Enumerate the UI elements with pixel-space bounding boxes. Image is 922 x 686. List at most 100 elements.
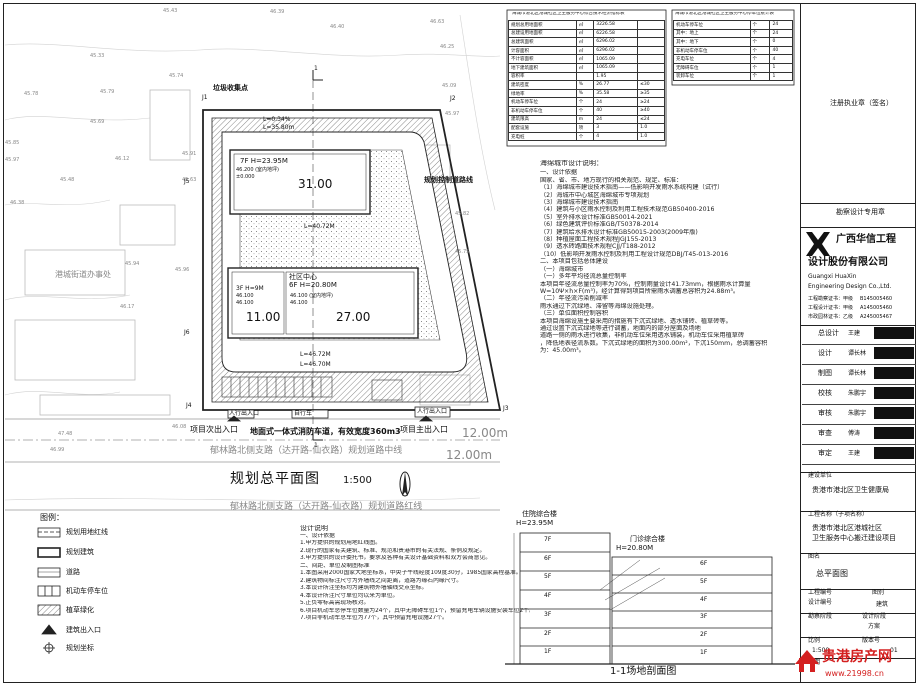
role-label: 审查: [818, 429, 832, 437]
discipline-label: 图别: [872, 589, 885, 596]
table-cell: 40: [769, 45, 793, 56]
table-cell: %: [575, 88, 595, 99]
elev-label: 45.09: [442, 83, 457, 89]
note-line: 通过设置下沉式绿地等进行调蓄，地面内的部分屋面及场地: [540, 324, 701, 332]
table-cell: 1: [769, 71, 793, 82]
note-line: （2）海城市中心城区海绵城市专项规划: [540, 191, 650, 199]
role-name: 朱鹏宇: [848, 390, 867, 397]
sponge-city-notes: 海绵城市设计说明： 一、设计依据国家、省、市、地方现行的相关规范、规定、标准：（…: [540, 160, 775, 355]
table-cell: 1065.09: [593, 62, 639, 73]
elev-label: 46.99: [50, 447, 65, 453]
table-cell: ㎡: [575, 45, 595, 56]
elev-label: 45.74: [169, 73, 184, 79]
entrance-tag: 人行出入口: [417, 408, 448, 415]
role-divider: [802, 444, 916, 445]
table-cell: 非机动车停车位: [508, 105, 577, 116]
note-line: 一、设计依据: [540, 169, 578, 177]
table-cell: 非机动车停车位: [673, 45, 751, 56]
floor-label: 4F: [700, 595, 708, 603]
building-elevation: 46.100 (室内地坪): [290, 293, 333, 299]
signature-mark: [874, 367, 914, 379]
section-bldg-label: 住院综合楼: [522, 510, 557, 518]
role-name: 王建: [848, 330, 861, 337]
role-label: 校核: [818, 389, 832, 397]
junction-label: J1: [202, 94, 208, 101]
road-redline-label: 郁林路北侧支路（达开路-仙衣路）规划道路红线: [230, 502, 423, 512]
legend-item: 植草绿化: [66, 606, 94, 614]
north-arrow: [399, 471, 411, 497]
project-name2: 卫生服务中心搬迁建设项目: [812, 534, 896, 542]
role-divider: [802, 424, 916, 425]
table-cell: ≥40: [637, 105, 665, 116]
elev-label: 45.48: [60, 177, 75, 183]
note-line: 二、间距、单位及制图标准: [300, 562, 370, 569]
table-cell: ㎡: [575, 20, 595, 30]
neighbor-label: 港城街道办事处: [55, 270, 111, 279]
role-divider: [802, 364, 916, 365]
elev-label: 47.48: [58, 431, 73, 437]
note-line: ，降低地表径流系数。下沉式绿地的面积为300.00m²，下沉150mm，总调蓄容…: [540, 339, 768, 347]
table-cell: [637, 62, 665, 73]
note-line: 国家、省、市、地方现行的相关规范、规定、标准：: [540, 176, 683, 184]
elev-label: 46.12: [115, 156, 130, 162]
table-row: 建筑密度%26.77≤30: [508, 80, 665, 90]
role-divider: [802, 344, 916, 345]
note-line: （4）建筑与小区雨水控制及利用工程技术规范GB50400-2016: [540, 206, 715, 214]
floor-label: 3F: [700, 613, 708, 621]
table-cell: 1065.09: [593, 54, 639, 64]
table-row: 绿地率%35.58≥35: [508, 88, 665, 99]
table-cell: 其中：地下: [673, 37, 751, 47]
table-cell: 4: [593, 131, 639, 142]
table-cell: [637, 20, 665, 30]
table-cell: 1: [769, 62, 793, 73]
table-cell: ≤24: [637, 114, 665, 125]
road-band: [5, 418, 500, 511]
table-cell: [637, 28, 665, 39]
note-line: 一、设计依据: [300, 532, 335, 539]
boundary-label: 规划控制道路线: [424, 176, 473, 184]
elev-label: 45.82: [455, 211, 470, 217]
elev-label: 46.08: [172, 424, 187, 430]
signature-mark: [874, 407, 914, 419]
note-line: （二）年径流污染削减率: [540, 295, 609, 303]
entrance-tag: 自行车: [294, 410, 313, 417]
dim-label: 12.00m: [446, 448, 493, 462]
junction-label: J6: [184, 329, 190, 336]
table-cell: 个: [575, 105, 595, 116]
elev-label: 45.43: [163, 8, 178, 14]
table-cell: 1.0: [637, 131, 665, 142]
section-bldg-height: H=20.80M: [616, 544, 654, 552]
floor-label: 6F: [544, 554, 552, 562]
building-elevation: 46.200 (室内地坪): [236, 167, 279, 173]
note-line: （8）种植屋面工程技术规程JGJ155-2013: [540, 236, 657, 244]
elev-label: 46.25: [440, 44, 455, 50]
floor-label: 3F: [544, 610, 552, 618]
elev-label: 45.69: [90, 119, 105, 125]
note-line: 本项目海绵设施主要采用的措施有下沉式绿地、透水铺砖、植草砖等。: [540, 317, 732, 325]
table-cell: 个: [749, 62, 771, 73]
client-name: 贵港市港北区卫生健康局: [812, 486, 889, 494]
table-cell: 充电桩: [508, 131, 577, 142]
table-cell: 6226.58: [593, 28, 639, 39]
elev-label: 46.17: [120, 304, 135, 310]
junction-label: J2: [450, 95, 456, 102]
note-line: （一）海绵城市: [540, 265, 584, 273]
legend-symbols: [37, 527, 61, 654]
table-cell: ≥24: [637, 97, 665, 107]
table-cell: 建筑密度: [508, 80, 577, 90]
table-cell: 1.95: [593, 71, 639, 82]
elev-label: 45.33: [90, 53, 105, 59]
project-no: 设计编号: [808, 599, 833, 606]
signature-mark: [874, 427, 914, 439]
note-line: W=10Ψ×h×F(m³)，经计算得到项目所需雨水调蓄总容积为24.88m³。: [540, 287, 740, 295]
legend-item: 建筑出入口: [66, 626, 101, 634]
role-divider: [802, 384, 916, 385]
drawing-label: 图名: [808, 553, 821, 560]
table-cell: 总建设用地面积: [508, 28, 577, 39]
table-cell: 6296.02: [593, 37, 639, 47]
table-cell: 24: [769, 28, 793, 39]
